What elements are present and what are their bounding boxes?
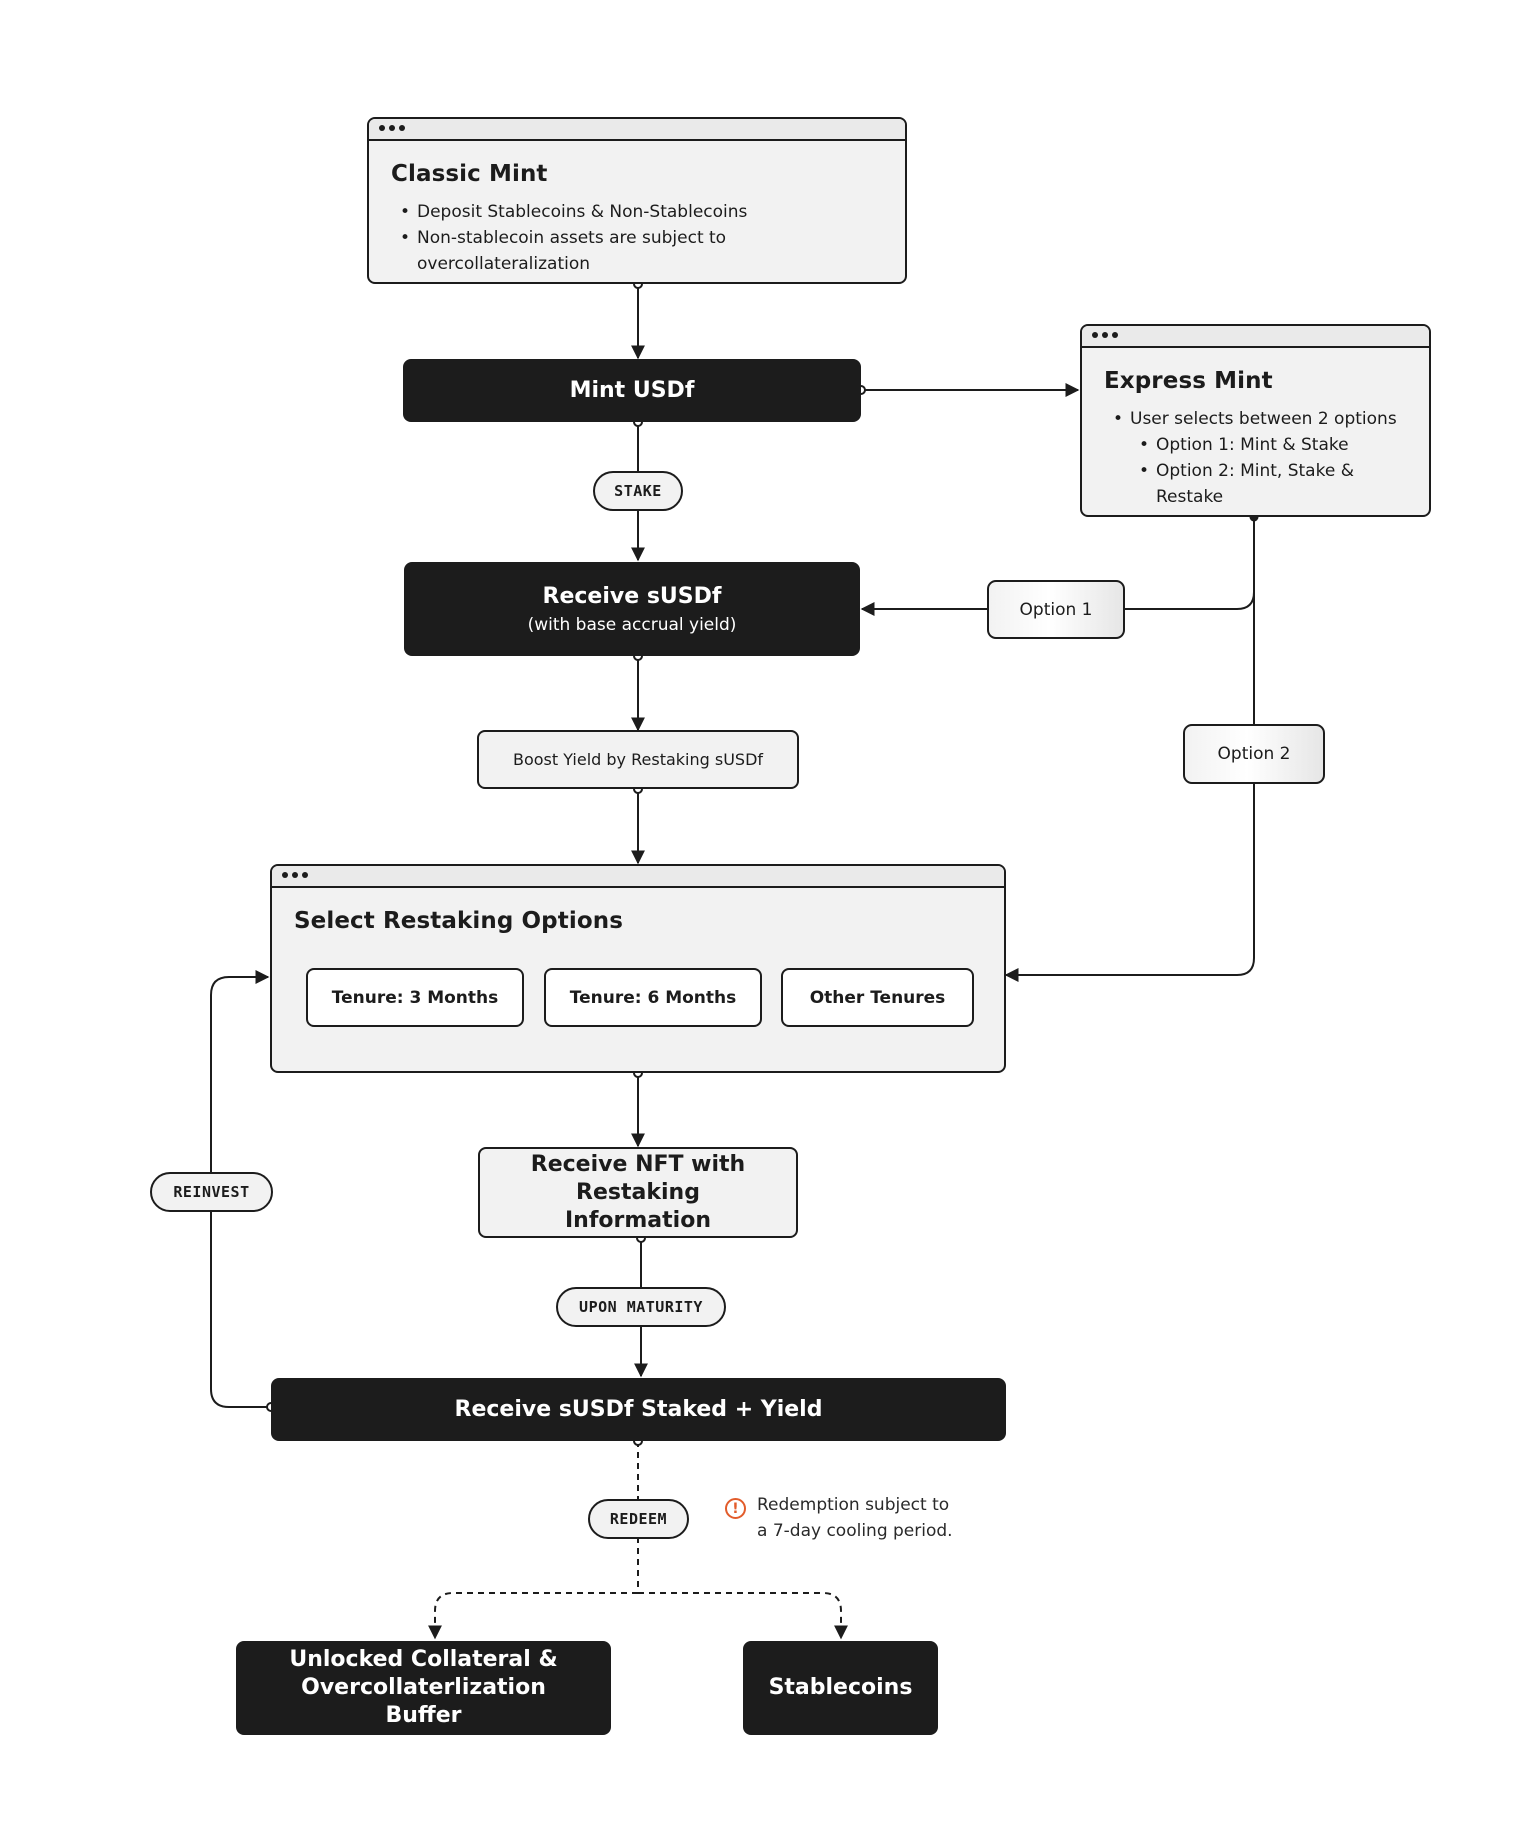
classic-mint-bullet: Non-stablecoin assets are subject to ove… [391,225,883,277]
receive-susdf-subtitle: (with base accrual yield) [527,614,737,635]
unlocked-collateral-node: Unlocked Collateral & Overcollaterlizati… [236,1641,611,1735]
express-mint-window: Express Mint User selects between 2 opti… [1080,324,1431,517]
tenure-6-months-button[interactable]: Tenure: 6 Months [544,968,762,1027]
window-title-bar [369,119,905,141]
classic-mint-bullets: Deposit Stablecoins & Non-Stablecoins No… [391,199,883,277]
window-dots-icon [282,872,308,878]
express-mint-bullet: User selects between 2 options [1104,406,1407,432]
window-dots-icon [1092,332,1118,338]
express-mint-sub-bullet: Option 1: Mint & Stake [1104,432,1407,458]
stablecoins-label: Stablecoins [768,1675,913,1700]
classic-mint-bullet: Deposit Stablecoins & Non-Stablecoins [391,199,883,225]
mint-usdf-label: Mint USDf [569,377,695,403]
redemption-note-line: a 7-day cooling period. [757,1521,953,1541]
connector-express-to-option1 [1125,517,1255,610]
mint-usdf-node: Mint USDf [403,359,861,422]
arrow-option2-to-restaking [1004,784,1255,982]
restaking-options-window: Select Restaking Options Tenure: 3 Month… [270,864,1006,1073]
reinvest-pill: REINVEST [150,1172,273,1212]
receive-susdf-title: Receive sUSDf [542,583,722,609]
redemption-note-line: Redemption subject to [757,1495,950,1515]
classic-mint-window: Classic Mint Deposit Stablecoins & Non-S… [367,117,907,284]
option-1-label: Option 1 [987,580,1125,639]
classic-mint-title: Classic Mint [391,161,548,187]
window-dots-icon [379,125,405,131]
stake-pill: STAKE [593,471,683,511]
boost-yield-node: Boost Yield by Restaking sUSDf [477,730,799,789]
option-2-label: Option 2 [1183,724,1325,784]
dashed-split-to-unlocked [428,1592,638,1640]
dashed-split-to-stablecoins [638,1592,848,1640]
receive-susdf-node: Receive sUSDf (with base accrual yield) [404,562,860,656]
redeem-pill: REDEEM [588,1499,689,1539]
window-title-bar [1082,326,1429,348]
receive-nft-node: Receive NFT with Restaking Information [478,1147,798,1238]
restaking-options-title: Select Restaking Options [294,908,623,934]
stablecoins-node: Stablecoins [743,1641,938,1735]
other-tenures-button[interactable]: Other Tenures [781,968,974,1027]
receive-nft-label: Receive NFT with Restaking Information [530,1151,746,1233]
upon-maturity-pill: UPON MATURITY [556,1287,726,1327]
receive-staked-yield-label: Receive sUSDf Staked + Yield [454,1396,823,1422]
express-mint-sub-bullet: Option 2: Mint, Stake & Restake [1104,458,1407,510]
unlocked-collateral-label: Unlocked Collateral & Overcollaterlizati… [289,1647,558,1728]
express-mint-bullets: User selects between 2 options Option 1:… [1104,406,1407,510]
tenure-3-months-button[interactable]: Tenure: 3 Months [306,968,524,1027]
warning-icon: ! [725,1498,746,1519]
window-title-bar [272,866,1004,888]
express-mint-title: Express Mint [1104,368,1273,394]
redemption-note: Redemption subject to a 7-day cooling pe… [757,1492,953,1544]
receive-staked-yield-node: Receive sUSDf Staked + Yield [271,1378,1006,1441]
